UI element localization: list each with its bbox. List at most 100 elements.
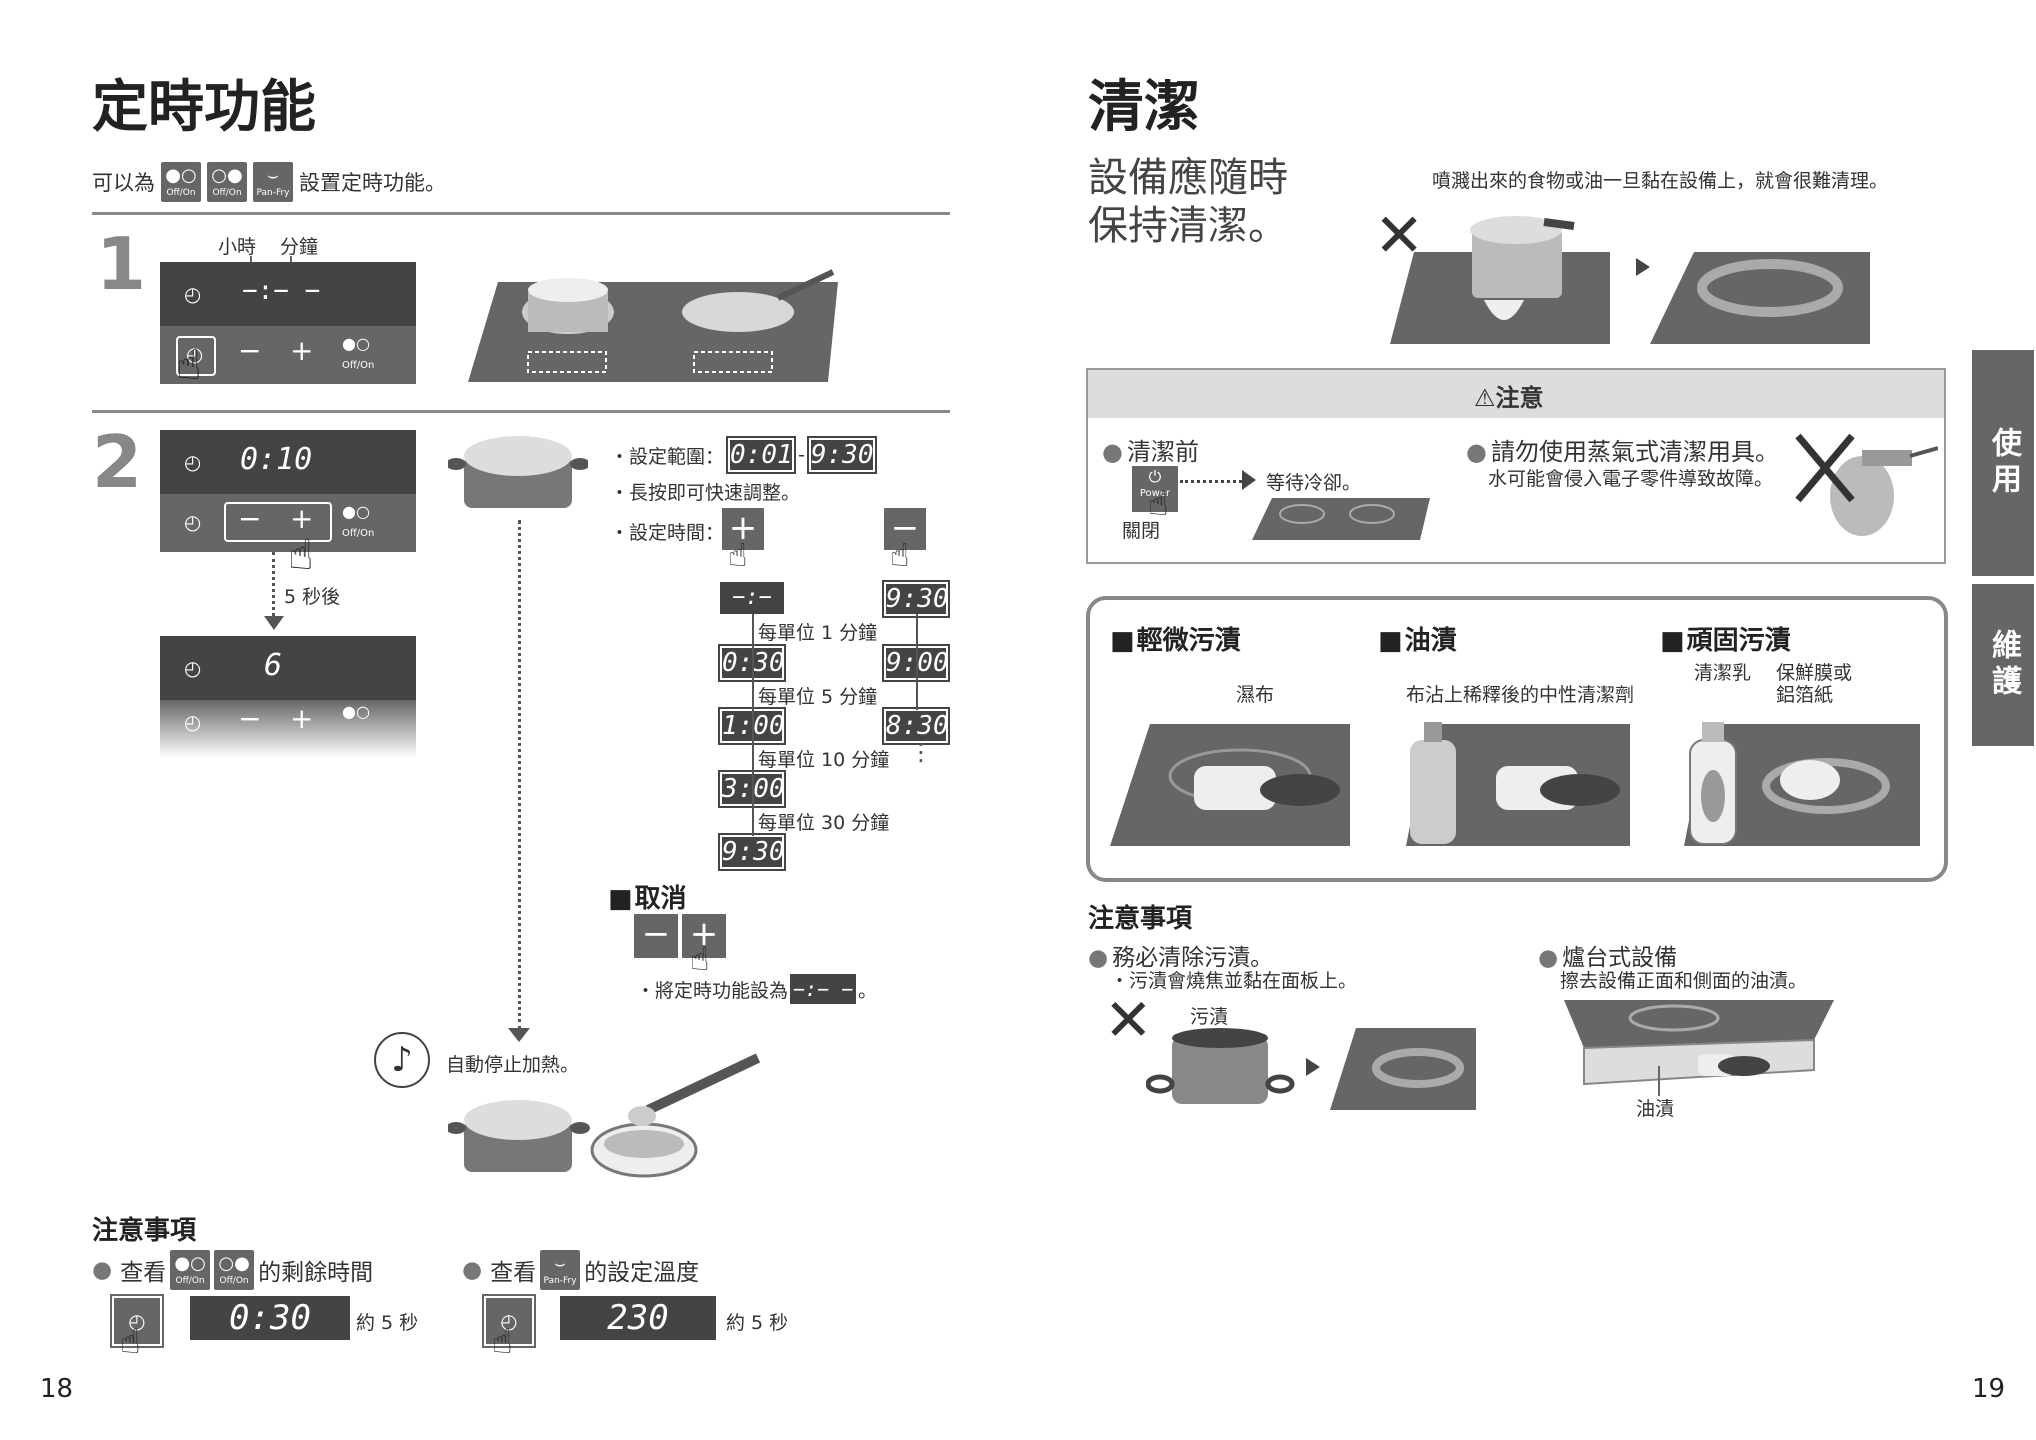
plus-key[interactable]: + bbox=[290, 334, 314, 367]
arrow-down-icon bbox=[508, 1028, 530, 1042]
step-note-1: 每單位 1 分鐘 bbox=[758, 622, 878, 644]
divider-top bbox=[92, 212, 950, 215]
check2-time: 約 5 秒 bbox=[726, 1312, 789, 1334]
pot-ladle-illustration bbox=[448, 1053, 761, 1178]
spill-note: 噴濺出來的食物或油一旦黏在設備上，就會很難清理。 bbox=[1432, 170, 1889, 192]
cancel-note-prefix: ・將定時功能設為 bbox=[636, 979, 789, 1002]
panel2-keys: ◴ − + ●○ Off/On bbox=[160, 494, 416, 552]
key-offon-1: ●○Off/On bbox=[161, 162, 201, 202]
plus-key[interactable]: + bbox=[290, 702, 314, 735]
minus-button-sample[interactable]: − bbox=[884, 508, 926, 550]
offon-key-label: Off/On bbox=[342, 360, 375, 371]
offon-key-icon[interactable]: ●○ bbox=[342, 702, 370, 721]
before-title: 清潔前 bbox=[1102, 432, 1199, 467]
warning-icon: ⚠ bbox=[1474, 384, 1496, 412]
page-number-left: 18 bbox=[40, 1374, 74, 1404]
panel1-value: −:− − bbox=[242, 276, 321, 306]
timer-icon: ◴ bbox=[184, 656, 202, 680]
auto-stop-text: 自動停止加熱。 bbox=[446, 1054, 580, 1076]
plus-key[interactable]: + bbox=[290, 502, 314, 535]
panel2-display: ◴ 0:10 bbox=[160, 430, 416, 494]
minus-plus-highlight bbox=[224, 502, 332, 542]
offon-key-icon[interactable]: ●○ bbox=[342, 502, 370, 521]
check2-display: 230 bbox=[560, 1296, 716, 1340]
cancel-note: ・將定時功能設為 −:− − 。 bbox=[636, 974, 877, 1004]
key-panfry: ⌣Pan-Fry bbox=[253, 162, 293, 202]
oil-label: 油漬 bbox=[1636, 1098, 1675, 1120]
notes-title-left: 注意事項 bbox=[92, 1216, 197, 1246]
off-label: 關閉 bbox=[1122, 520, 1161, 542]
step-note-4: 每單位 30 分鐘 bbox=[758, 812, 890, 834]
intro-prefix: 可以為 bbox=[92, 171, 155, 195]
countertop-stove-illustration bbox=[1564, 1000, 1834, 1086]
cancel-minus-button[interactable]: − bbox=[634, 914, 678, 958]
timer-icon: ◴ bbox=[184, 710, 202, 734]
caution-title: ⚠注意 bbox=[1474, 384, 1544, 412]
tab-usage[interactable]: 使用 bbox=[1972, 350, 2034, 576]
range-from: 0:01 bbox=[726, 436, 797, 474]
step1-number: 1 bbox=[96, 222, 147, 306]
x-mark-icon: ✕ bbox=[1104, 986, 1153, 1054]
dotted-arrow-3 bbox=[1180, 480, 1242, 483]
cancel-note-value: −:− − bbox=[790, 974, 857, 1004]
range-to: 9:30 bbox=[806, 436, 877, 474]
pot-illustration bbox=[448, 436, 588, 508]
must-note: ・污漬會燒焦並黏在面板上。 bbox=[1110, 970, 1358, 992]
label-hour: 小時 bbox=[218, 236, 257, 258]
stains-box: 輕微污漬 濕布 油漬 布沾上稀釋後的中性清潔劑 頑固污漬 清潔乳 保鮮膜或 鋁箔… bbox=[1086, 596, 1948, 882]
stain-label: 污漬 bbox=[1190, 1006, 1229, 1028]
key-offon-2: ○●Off/On bbox=[207, 162, 247, 202]
key-offon-1: ●○Off/On bbox=[170, 1250, 211, 1290]
hard-stain-tool2: 保鮮膜或 bbox=[1776, 662, 1853, 684]
wait-text: 等待冷卻。 bbox=[1266, 472, 1362, 494]
cooktop-cool-illustration bbox=[1252, 498, 1430, 540]
caution-header bbox=[1088, 370, 1944, 418]
stain-cleaning-illustrations bbox=[1110, 722, 1920, 846]
check2-suffix: 的設定溫度 bbox=[584, 1260, 700, 1286]
minus-key[interactable]: − bbox=[238, 702, 262, 735]
seq-down-more: ⋮ bbox=[909, 738, 933, 766]
panel1-display: ◴ −:− − bbox=[160, 262, 416, 326]
hand-pointer-icon: ☝ bbox=[120, 1322, 141, 1362]
label-min: 分鐘 bbox=[280, 236, 319, 258]
check2-line: 查看 ⌣Pan-Fry 的設定溫度 bbox=[462, 1250, 699, 1290]
seq-up-4: 9:30 bbox=[718, 833, 786, 871]
minus-key[interactable]: − bbox=[238, 334, 262, 367]
page-number-right: 19 bbox=[1972, 1374, 2006, 1404]
check1-timer-key[interactable]: ◴ bbox=[110, 1294, 164, 1348]
spill-illustration: ✕ bbox=[1374, 201, 1870, 344]
hand-pointer-icon: ☝ bbox=[728, 536, 748, 574]
check2-prefix: 查看 bbox=[490, 1260, 537, 1286]
panel3-display: ◴ 6 bbox=[160, 636, 416, 700]
offon-key-icon[interactable]: ●○ bbox=[342, 334, 370, 353]
hold-note: ・長按即可快速調整。 bbox=[610, 482, 801, 504]
power-key[interactable]: ⏻ Power bbox=[1132, 466, 1178, 512]
minus-key[interactable]: − bbox=[238, 502, 262, 535]
after-5sec: 5 秒後 bbox=[284, 586, 341, 608]
tab-maintenance[interactable]: 維護 bbox=[1972, 584, 2034, 746]
panel2-value: 0:10 bbox=[240, 442, 313, 477]
arrow-down-icon bbox=[264, 616, 284, 630]
hand-pointer-icon: ☝ bbox=[492, 1322, 513, 1362]
check1-prefix: 查看 bbox=[120, 1260, 167, 1286]
key-offon-2: ○●Off/On bbox=[214, 1250, 255, 1290]
hand-pointer-icon: ☝ bbox=[288, 530, 314, 579]
step-note-2: 每單位 5 分鐘 bbox=[758, 686, 878, 708]
timer-key[interactable] bbox=[176, 336, 216, 376]
timer-icon: ◴ bbox=[184, 450, 202, 474]
seq-up-0: −:− − bbox=[720, 582, 784, 642]
dotted-arrow-2 bbox=[518, 520, 521, 1030]
cancel-plus-button[interactable]: + bbox=[682, 914, 726, 958]
steam-note: 水可能會侵入電子零件導致故障。 bbox=[1488, 468, 1774, 490]
plus-button-sample[interactable]: + bbox=[722, 508, 764, 550]
key-panfry: ⌣Pan-Fry bbox=[540, 1250, 581, 1290]
step2-number: 2 bbox=[92, 420, 143, 504]
hard-stain-title: 頑固污漬 bbox=[1660, 620, 1791, 657]
oil-pointer bbox=[1658, 1066, 1660, 1096]
seq-up-line bbox=[752, 614, 754, 836]
check2-timer-key[interactable]: ◴ bbox=[482, 1294, 536, 1348]
steam-title: 請勿使用蒸氣式清潔用具。 bbox=[1466, 432, 1779, 467]
panel3-keys: ◴ − + ●○ bbox=[160, 700, 416, 758]
hard-stain-tool1: 清潔乳 bbox=[1694, 662, 1752, 684]
cancel-title: 取消 bbox=[608, 878, 687, 915]
